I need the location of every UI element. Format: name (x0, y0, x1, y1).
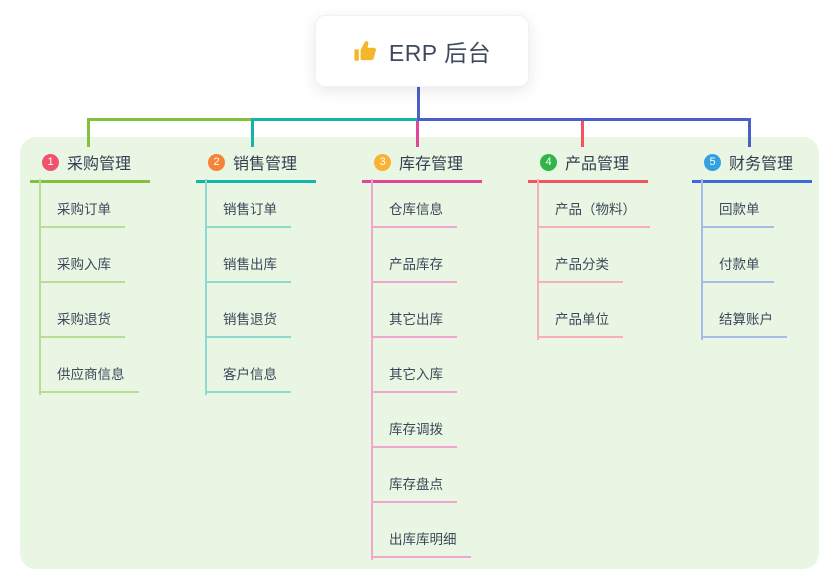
branch-drop-line-3 (416, 121, 419, 147)
node-item[interactable]: 产品库存 (371, 255, 457, 283)
node-item[interactable]: 销售订单 (205, 200, 291, 228)
node-item[interactable]: 销售出库 (205, 255, 291, 283)
node-item[interactable]: 付款单 (701, 255, 774, 283)
node-item[interactable]: 库存调拨 (371, 420, 457, 448)
connector-segment-right (417, 118, 751, 121)
node-item[interactable]: 库存盘点 (371, 475, 457, 503)
branch-child-connector (371, 179, 373, 560)
node-item[interactable]: 采购退货 (39, 310, 125, 338)
branch-title: 财务管理 (729, 156, 794, 173)
branch-number-badge: 3 (374, 153, 391, 171)
thumbs-up-icon (354, 41, 376, 61)
root-node[interactable]: ERP 后台 (315, 15, 529, 87)
branch-purchase: 1 采购管理 采购订单 采购入库 采购退货 供应商信息 (30, 150, 150, 395)
branch-child-connector (701, 179, 703, 340)
branch-child-connector (205, 179, 207, 395)
node-item[interactable]: 产品分类 (537, 255, 623, 283)
branch-sales: 2 销售管理 销售订单 销售出库 销售退货 客户信息 (196, 150, 316, 395)
branch-header[interactable]: 4 产品管理 (528, 150, 648, 183)
branch-title: 采购管理 (67, 156, 132, 173)
root-title: ERP 后台 (388, 40, 492, 66)
branch-child-connector (537, 179, 539, 340)
node-item[interactable]: 其它入库 (371, 365, 457, 393)
node-item[interactable]: 客户信息 (205, 365, 291, 393)
branch-drop-line-1 (87, 118, 90, 147)
node-item[interactable]: 出库库明细 (371, 530, 471, 558)
branch-drop-line-2 (251, 118, 254, 147)
branch-title: 库存管理 (399, 156, 464, 173)
branch-number-badge: 5 (704, 153, 721, 171)
branch-drop-line-4 (581, 121, 584, 147)
branch-number-badge: 2 (208, 153, 225, 171)
node-item[interactable]: 回款单 (701, 200, 774, 228)
node-item[interactable]: 产品（物料） (537, 200, 650, 228)
branch-finance: 5 财务管理 回款单 付款单 结算账户 (692, 150, 812, 340)
node-item[interactable]: 销售退货 (205, 310, 291, 338)
node-item[interactable]: 供应商信息 (39, 365, 139, 393)
branch-header[interactable]: 2 销售管理 (196, 150, 316, 183)
branch-number-badge: 4 (540, 153, 557, 171)
branch-header[interactable]: 5 财务管理 (692, 150, 812, 183)
branch-product: 4 产品管理 产品（物料） 产品分类 产品单位 (528, 150, 650, 340)
branch-title: 产品管理 (565, 156, 630, 173)
connector-segment-mid (252, 118, 418, 121)
node-item[interactable]: 仓库信息 (371, 200, 457, 228)
node-item[interactable]: 其它出库 (371, 310, 457, 338)
connector-segment-left (87, 118, 253, 121)
node-item[interactable]: 采购订单 (39, 200, 125, 228)
branch-number-badge: 1 (42, 153, 59, 171)
node-item[interactable]: 采购入库 (39, 255, 125, 283)
branch-header[interactable]: 3 库存管理 (362, 150, 482, 183)
node-item[interactable]: 产品单位 (537, 310, 623, 338)
branches-background-panel (20, 137, 819, 569)
branch-inventory: 3 库存管理 仓库信息 产品库存 其它出库 其它入库 库存调拨 库存盘点 出库库… (362, 150, 482, 560)
branch-header[interactable]: 1 采购管理 (30, 150, 150, 183)
node-item[interactable]: 结算账户 (701, 310, 787, 338)
root-connector-line (417, 84, 420, 121)
branch-drop-line-5 (748, 118, 751, 147)
branch-title: 销售管理 (233, 156, 298, 173)
branch-child-connector (39, 179, 41, 395)
